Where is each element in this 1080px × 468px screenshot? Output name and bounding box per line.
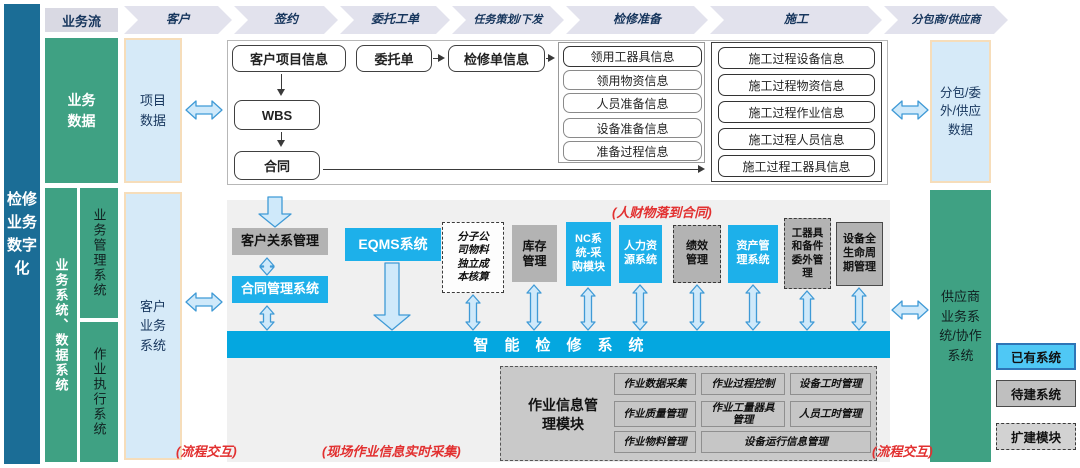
cost-accounting-box: 分子公司物料独立成本核算 (442, 222, 504, 293)
vertical-double-arrow-icon (526, 284, 542, 331)
crm-system-box: 客户关系管理 (232, 228, 328, 255)
smart-overhaul-system-bar: 智能检修系统 (227, 331, 890, 358)
equipment-lifecycle-box: 设备全生命周期管理 (836, 222, 883, 286)
work-module-item: 人员工时管理 (790, 401, 871, 427)
horizontal-double-arrow-icon (891, 300, 929, 320)
vertical-double-arrow-icon (465, 294, 481, 331)
flow-step-planning: 任务策划/下发 (452, 6, 564, 34)
business-flow-label: 业务流 (45, 8, 118, 32)
flow-arrow (433, 54, 445, 63)
vertical-double-arrow-icon (745, 284, 761, 331)
down-arrow-icon (258, 196, 292, 228)
business-data-block: 业务数据 (45, 38, 118, 183)
annotation-process-interaction-left: (流程交互) (176, 444, 237, 459)
work-module-item: 作业工量器具管理 (701, 401, 785, 427)
vertical-double-arrow-icon (580, 287, 596, 331)
annotation-process-interaction-right: (流程交互) (872, 444, 933, 459)
inventory-system-box: 库存管理 (512, 225, 557, 282)
wbs-box: WBS (234, 100, 320, 130)
prep-item: 人员准备信息 (563, 93, 702, 113)
construction-item: 施工过程人员信息 (718, 128, 875, 150)
construction-item: 施工过程作业信息 (718, 101, 875, 123)
vertical-double-arrow-icon (632, 284, 648, 331)
preparation-info-group: 领用工器具信息 领用物资信息 人员准备信息 设备准备信息 准备过程信息 (558, 42, 705, 163)
horizontal-double-arrow-icon (185, 292, 223, 312)
entrust-order-box: 委托单 (356, 45, 432, 72)
flow-step-signing: 签约 (234, 6, 338, 34)
supplier-system-block: 供应商业务系统/协作系统 (930, 190, 991, 462)
contract-mgmt-system-box: 合同管理系统 (232, 276, 328, 303)
page-title: 检修业务数字化 (6, 190, 37, 278)
work-module-item: 设备运行信息管理 (701, 431, 871, 453)
legend-expansion-module: 扩建模块 (996, 423, 1076, 450)
project-data-pillar: 项目数据 (124, 38, 182, 183)
flow-step-workorder: 委托工单 (340, 6, 450, 34)
customer-business-system-pillar: 客户业务系统 (124, 192, 182, 460)
prep-item: 准备过程信息 (563, 141, 702, 161)
vertical-double-arrow-icon (689, 284, 705, 331)
work-module-item: 作业数据采集 (614, 373, 696, 395)
vertical-double-arrow-icon (259, 305, 275, 331)
flow-step-subcontractor: 分包商/供应商 (884, 6, 1008, 34)
prep-item: 领用物资信息 (563, 70, 702, 90)
contract-box: 合同 (234, 151, 320, 180)
nc-procurement-box: NC系统-采购模块 (566, 222, 611, 286)
overhaul-order-info-box: 检修单信息 (448, 45, 545, 72)
work-module-title: 作业信息管理模块 (528, 396, 598, 432)
tools-spares-outsourcing-box: 工器具和备件委外管理 (784, 218, 831, 289)
subcontract-data-pillar: 分包/委外/供应数据 (930, 40, 991, 183)
down-arrow-icon (373, 262, 411, 331)
work-module-item: 设备工时管理 (790, 373, 871, 395)
construction-item: 施工过程设备信息 (718, 47, 875, 69)
vertical-double-arrow-icon (851, 287, 867, 331)
systems-group-block: 业务系统、数据系统 (45, 188, 77, 462)
performance-mgmt-box: 绩效管理 (673, 225, 721, 283)
hr-system-box: 人力资源系统 (619, 225, 662, 283)
legend-existing-system: 已有系统 (996, 343, 1076, 370)
flow-arrow (277, 74, 286, 96)
work-module-item: 作业过程控制 (701, 373, 785, 395)
vertical-double-arrow-icon (799, 290, 815, 331)
flow-arrow (546, 54, 555, 63)
customer-project-info-box: 客户项目信息 (232, 45, 346, 72)
vertical-double-arrow-icon (259, 257, 275, 276)
eqms-system-box: EQMS系统 (345, 228, 441, 261)
work-module-item: 作业质量管理 (614, 401, 696, 427)
work-info-module-panel: 作业信息管理模块 作业数据采集 作业质量管理 作业物料管理 作业过程控制 作业工… (500, 366, 877, 461)
construction-process-group: 施工过程设备信息 施工过程物资信息 施工过程作业信息 施工过程人员信息 施工过程… (711, 42, 882, 182)
business-mgmt-system-block: 业务管理系统 (80, 188, 118, 318)
legend-planned-system: 待建系统 (996, 380, 1076, 407)
construction-item: 施工过程工器具信息 (718, 155, 875, 177)
asset-mgmt-box: 资产管理系统 (728, 225, 778, 283)
construction-item: 施工过程物资信息 (718, 74, 875, 96)
work-exec-system-block: 作业执行系统 (80, 322, 118, 462)
annotation-realtime-collection: (现场作业信息实时采集) (322, 444, 461, 459)
horizontal-double-arrow-icon (891, 100, 929, 120)
work-module-item: 作业物料管理 (614, 431, 696, 453)
flow-step-construction: 施工 (710, 6, 882, 34)
contract-to-construction-arrow (323, 165, 705, 174)
digitalization-title-pillar: 检修业务数字化 (4, 4, 40, 464)
prep-item: 领用工器具信息 (563, 46, 702, 67)
flow-step-preparation: 检修准备 (566, 6, 708, 34)
flow-step-customer: 客户 (124, 6, 232, 34)
flow-arrow (277, 132, 286, 147)
prep-item: 设备准备信息 (563, 118, 702, 138)
annotation-hr-finance: (人财物落到合同) (612, 205, 712, 220)
horizontal-double-arrow-icon (185, 100, 223, 120)
